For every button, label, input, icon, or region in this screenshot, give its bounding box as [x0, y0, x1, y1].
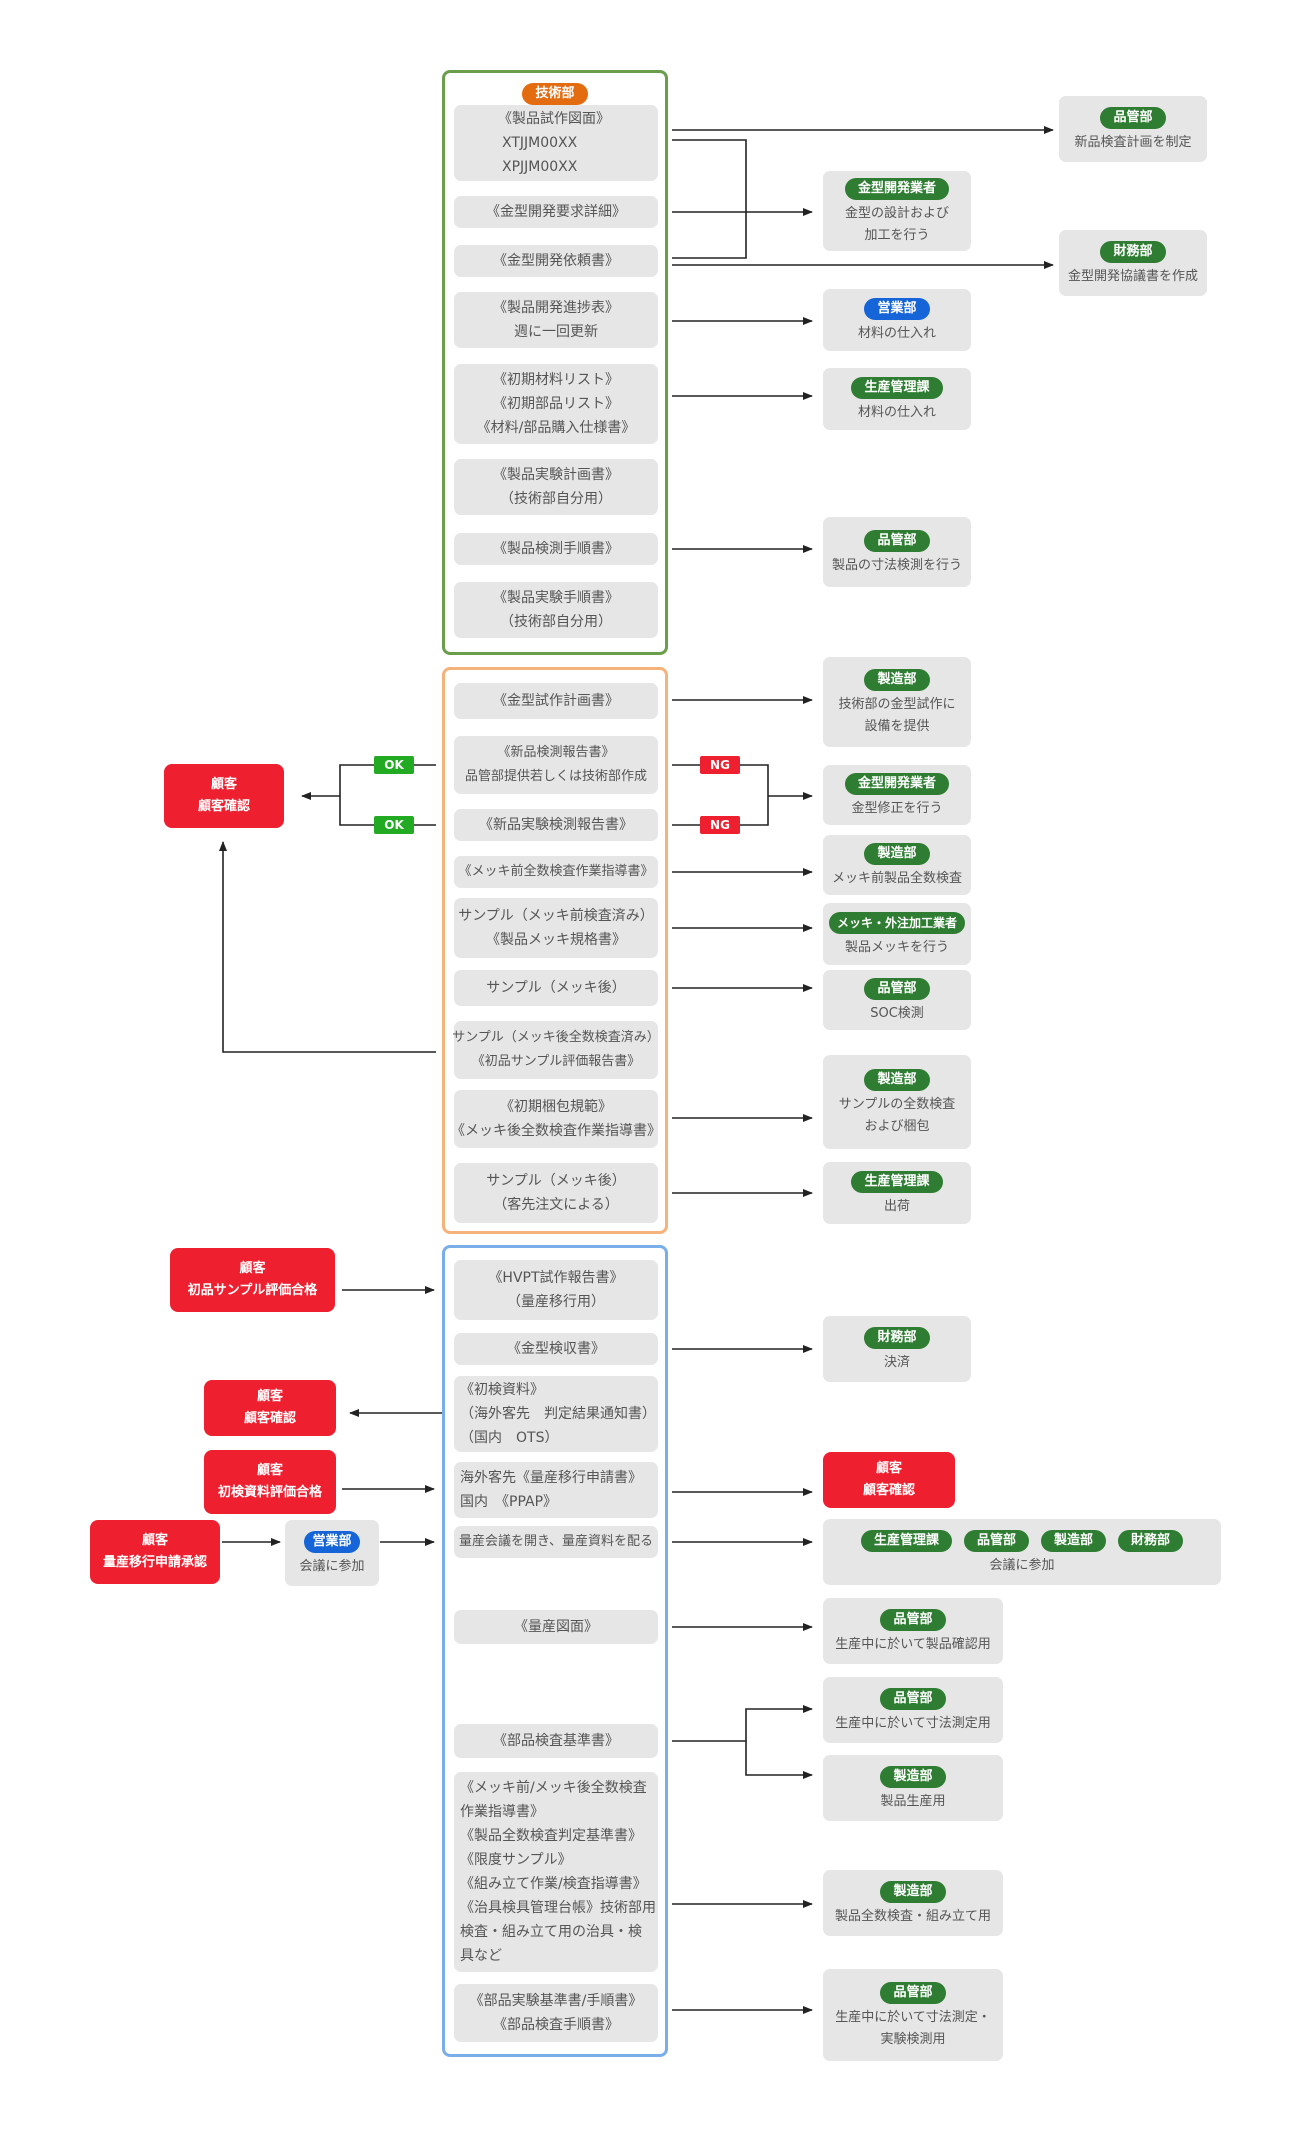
doc-initial-inspection: 《初検資料》 （海外客先 判定結果通知書） （国内 OTS） [454, 1376, 658, 1452]
dept-badge: 生産管理課 [860, 1529, 952, 1552]
doc-test-procedure: 《製品実験手順書》 （技術部自分用） [454, 582, 658, 638]
doc-new-test-report: 《新品実験検測報告書》 [454, 809, 658, 841]
customer-mass-transfer-approve: 顧客 量産移行申請承認 [90, 1520, 220, 1584]
ng-tag: NG [700, 816, 740, 834]
dept-badge: 生産管理課 [851, 1170, 943, 1193]
dest-mold-vendor-fix: 金型開発業者 金型修正を行う [823, 765, 971, 825]
mass-production-group [442, 1245, 668, 2057]
dest-qc-soc: 品管部 SOC検測 [823, 970, 971, 1030]
dest-qc-product-confirm: 品管部 生産中に於いて製品確認用 [823, 1598, 1003, 1664]
dept-badge: 営業部 [304, 1530, 360, 1553]
sample-postplating: サンプル（メッキ後） [454, 970, 658, 1006]
doc-new-measure-report: 《新品検測報告書》 品管部提供若しくは技術部作成 [454, 736, 658, 794]
customer-initial-data-pass: 顧客 初検資料評価合格 [204, 1450, 336, 1514]
dept-badge: 製造部 [864, 842, 930, 865]
doc-part-test-standard: 《部品実験基準書/手順書》 《部品検査手順書》 [454, 1984, 658, 2042]
customer-confirm-2: 顧客 顧客確認 [204, 1380, 336, 1436]
dept-badge: 財務部 [1100, 240, 1166, 263]
sample-preplating-checked: サンプル（メッキ前検査済み） 《製品メッキ規格書》 [454, 898, 658, 958]
dept-badge: 品管部 [880, 1981, 946, 2004]
dest-sales-purchase: 営業部 材料の仕入れ [823, 289, 971, 351]
doc-progress-table: 《製品開発進捗表》 週に一回更新 [454, 292, 658, 348]
dest-finance-agreement: 財務部 金型開発協議書を作成 [1059, 230, 1207, 296]
dest-production-control-purchase: 生産管理課 材料の仕入れ [823, 368, 971, 430]
doc-mold-request: 《金型開発依頼書》 [454, 245, 658, 277]
tech-dept-badge: 技術部 [522, 83, 588, 105]
dept-badge: 品管部 [963, 1529, 1029, 1552]
dept-badge: 品管部 [864, 977, 930, 1000]
tech-dept-group: 技術部 [442, 70, 668, 655]
dest-plating-vendor: メッキ・外注加工業者 製品メッキを行う [823, 903, 971, 965]
dest-mold-vendor-design: 金型開発業者 金型の設計および 加工を行う [823, 171, 971, 251]
doc-packing-spec: 《初期梱包規範》 《メッキ後全数検査作業指導書》 [451, 1090, 661, 1148]
sample-customer-order: サンプル（メッキ後） （客先注文による） [454, 1163, 658, 1223]
doc-measure-procedure: 《製品検測手順書》 [454, 533, 658, 565]
dept-badge: 生産管理課 [851, 376, 943, 399]
doc-mold-requirements: 《金型開発要求詳細》 [454, 196, 658, 228]
dept-badge: 金型開発業者 [844, 772, 949, 795]
dest-qc-measure-test: 品管部 生産中に於いて寸法測定・ 実験検測用 [823, 1969, 1003, 2061]
doc-inspection-set: 《メッキ前/メッキ後全数検査 作業指導書》 《製品全数検査判定基準書》 《限度サ… [454, 1772, 658, 1972]
doc-prototype-drawing: 《製品試作図面》 XTJJM00XX XPJJM00XX [454, 105, 658, 181]
dest-production-shipping: 生産管理課 出荷 [823, 1162, 971, 1224]
dept-badge: 財務部 [1118, 1529, 1184, 1552]
dept-badge: 製造部 [1041, 1529, 1107, 1552]
doc-material-lists: 《初期材料リスト》 《初期部品リスト》 《材料/部品購入仕様書》 [454, 364, 658, 444]
doc-mass-transfer-request: 海外客先《量産移行申請書》 国内 《PPAP》 [454, 1462, 658, 1518]
doc-preplating-inspection: 《メッキ前全数検査作業指導書》 [454, 856, 658, 888]
doc-part-inspection-standard: 《部品検査基準書》 [454, 1724, 658, 1758]
ok-tag: OK [374, 756, 414, 774]
doc-mass-drawing: 《量産図面》 [454, 1610, 658, 1644]
doc-hvpt-report: 《HVPT試作報告書》 （量産移行用） [454, 1260, 658, 1320]
dept-badge: 製造部 [880, 1880, 946, 1903]
doc-mold-trial-plan: 《金型試作計画書》 [454, 683, 658, 719]
dest-qc-dimension-measure: 品管部 製品の寸法検測を行う [823, 517, 971, 587]
dest-mfg-production: 製造部 製品生産用 [823, 1755, 1003, 1821]
dest-mfg-full-inspection: 製造部 製品全数検査・組み立て用 [823, 1870, 1003, 1936]
dest-finance-settlement: 財務部 決済 [823, 1316, 971, 1382]
doc-mold-acceptance: 《金型検収書》 [454, 1333, 658, 1365]
sample-stage-group [442, 667, 668, 1234]
sample-postplating-checked: サンプル（メッキ後全数検査済み） 《初品サンプル評価報告書》 [452, 1021, 660, 1079]
mass-production-meeting: 量産会議を開き、量産資料を配る [454, 1526, 658, 1558]
customer-first-sample-pass: 顧客 初品サンプル評価合格 [170, 1248, 335, 1312]
dept-badge: 金型開発業者 [844, 177, 949, 200]
dept-badge: 営業部 [864, 297, 930, 320]
dept-badge: 品管部 [864, 529, 930, 552]
dest-meeting-participants: 生産管理課 品管部 製造部 財務部 会議に参加 [823, 1519, 1221, 1585]
dept-badge: 製造部 [864, 668, 930, 691]
dept-badge: 製造部 [880, 1765, 946, 1788]
dept-badge: メッキ・外注加工業者 [829, 911, 965, 934]
dest-qc-dimension-production: 品管部 生産中に於いて寸法測定用 [823, 1677, 1003, 1743]
ng-tag: NG [700, 756, 740, 774]
dept-badge: 製造部 [864, 1068, 930, 1091]
ok-tag: OK [374, 816, 414, 834]
customer-confirm-3: 顧客 顧客確認 [823, 1452, 955, 1508]
dept-badge: 品管部 [880, 1687, 946, 1710]
doc-test-plan: 《製品実験計画書》 （技術部自分用） [454, 459, 658, 515]
customer-confirm-1: 顧客 顧客確認 [164, 764, 284, 828]
dest-qc-inspection-plan: 品管部 新品検査計画を制定 [1059, 96, 1207, 162]
dept-badge: 品管部 [1100, 106, 1166, 129]
dest-mfg-equipment: 製造部 技術部の金型試作に 設備を提供 [823, 657, 971, 747]
dest-mfg-sample-pack: 製造部 サンプルの全数検査 および梱包 [823, 1055, 971, 1149]
sales-meeting: 営業部 会議に参加 [285, 1520, 379, 1586]
dest-mfg-preplating-check: 製造部 メッキ前製品全数検査 [823, 835, 971, 895]
dept-badge: 品管部 [880, 1608, 946, 1631]
dept-badge: 財務部 [864, 1326, 930, 1349]
